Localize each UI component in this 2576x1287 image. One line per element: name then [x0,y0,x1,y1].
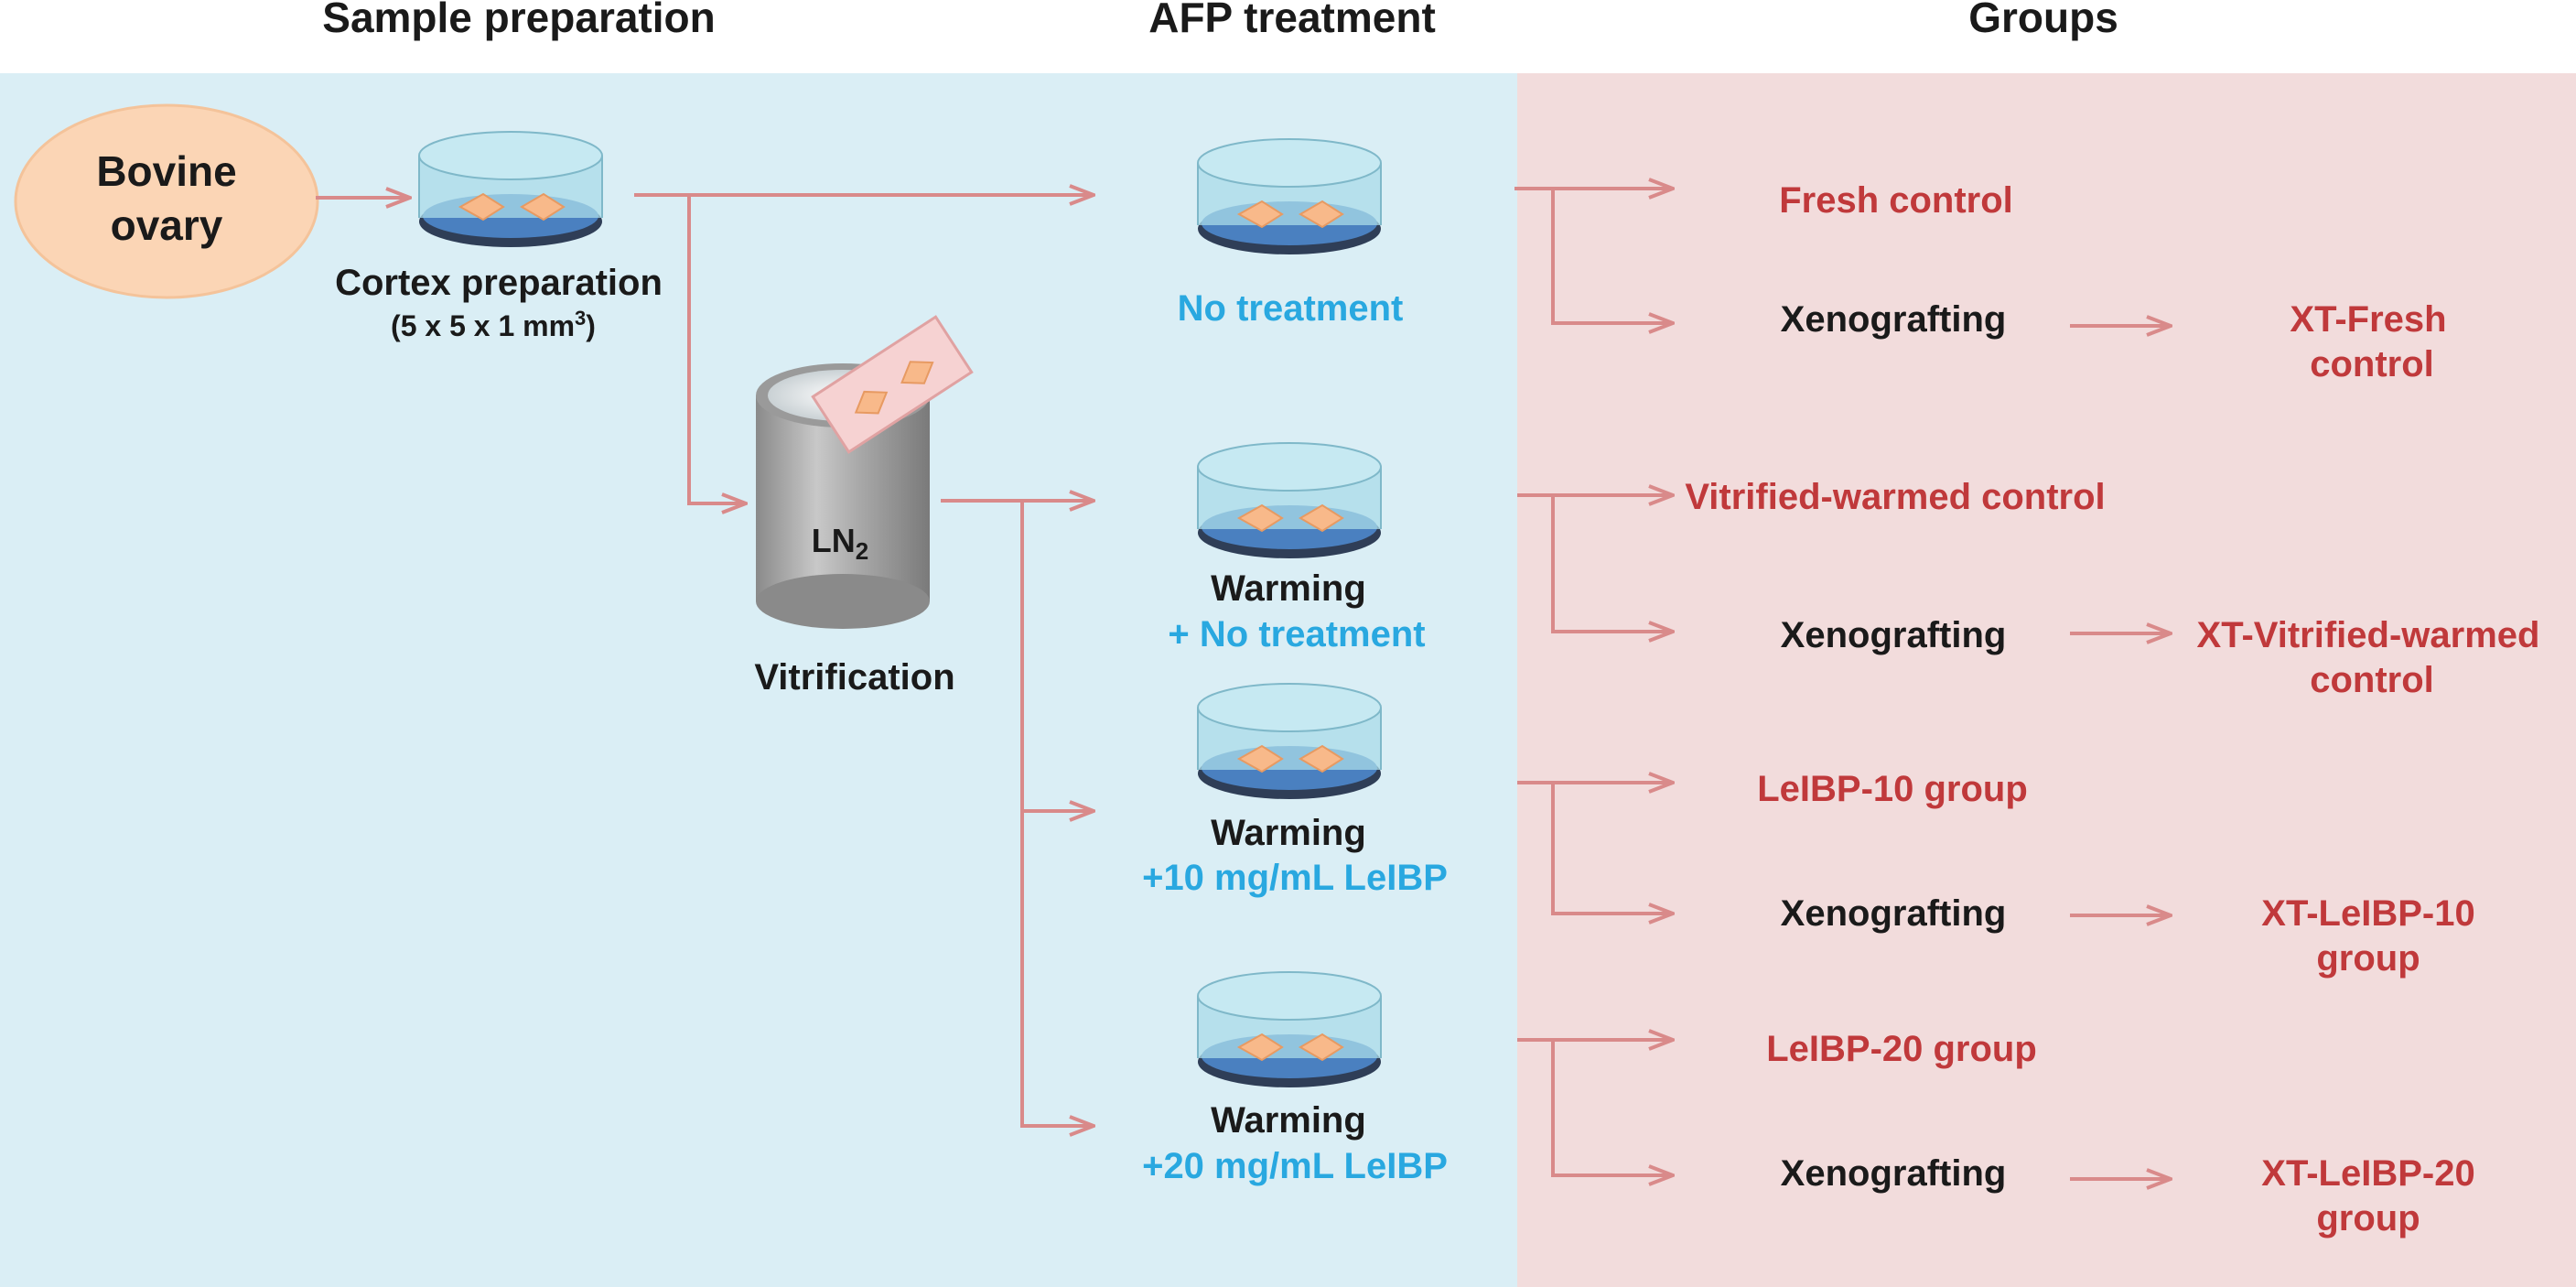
group-1-xenografting: Xenografting [1781,299,2007,340]
treatment-4-line1: Warming [1211,1100,1366,1141]
group-4-xt-line1: XT-LeIBP-20 [2261,1153,2474,1194]
cortex-dish-icon [418,131,603,248]
arrow-group2-xeno [1551,495,1673,632]
group-2-control: Vitrified-warmed control [1685,477,2105,517]
treatment-3-line1: Warming [1211,813,1366,853]
cortex-dimensions-label: (5 x 5 x 1 mm3) [391,307,596,342]
group-4-xt-line2: group [2316,1198,2420,1238]
group-3-xt-line1: XT-LeIBP-10 [2261,893,2474,934]
treatment-2-line1: Warming [1211,568,1366,609]
treatment-4-line2: +20 mg/mL LeIBP [1142,1146,1448,1186]
group-1-xt-line2: control [2310,344,2434,384]
group-1-xt-line1: XT-Fresh [2290,299,2446,340]
warming-no-treatment-dish-icon [1197,442,1382,559]
group-2-xt-line1: XT-Vitrified-warmed [2197,615,2540,655]
ln2-label: LN2 [812,522,868,565]
arrow-ln2-to-leibp20 [1020,811,1094,1126]
groups-panel [1517,73,2576,1287]
leibp20-dish-icon [1197,971,1382,1088]
header-afp-treatment: AFP treatment [1148,0,1436,41]
group-4-control: LeIBP-20 group [1766,1029,2037,1069]
treatment-2-line2: + No treatment [1168,614,1425,654]
vitrification-strip-icon [811,315,974,454]
treatment-3-line2: +10 mg/mL LeIBP [1142,858,1448,898]
group-3-control: LeIBP-10 group [1757,769,2028,809]
group-2-xenografting: Xenografting [1781,615,2007,655]
arrow-group4-xeno [1551,1040,1673,1175]
no-treatment-dish-icon [1197,138,1382,255]
bovine-ovary-label-line1: Bovine [96,147,236,195]
header-sample-preparation: Sample preparation [322,0,715,41]
group-2-xt-line2: control [2310,660,2434,700]
bovine-ovary-label-line2: ovary [111,201,223,249]
group-4-xenografting: Xenografting [1781,1153,2007,1194]
group-1-control: Fresh control [1779,180,2013,221]
arrow-group1-xeno [1551,189,1673,323]
arrow-group3-xeno [1551,783,1673,914]
bovine-ovary-node: Bovine ovary [14,103,319,299]
leibp10-dish-icon [1197,683,1382,800]
group-3-xt-line2: group [2316,938,2420,979]
arrow-cortex-to-ln2 [687,195,746,503]
group-3-xenografting: Xenografting [1781,893,2007,934]
cortex-preparation-label: Cortex preparation [335,263,663,303]
header-groups: Groups [1968,0,2118,41]
treatment-1-label: No treatment [1178,288,1404,329]
vitrification-label: Vitrification [754,657,954,698]
